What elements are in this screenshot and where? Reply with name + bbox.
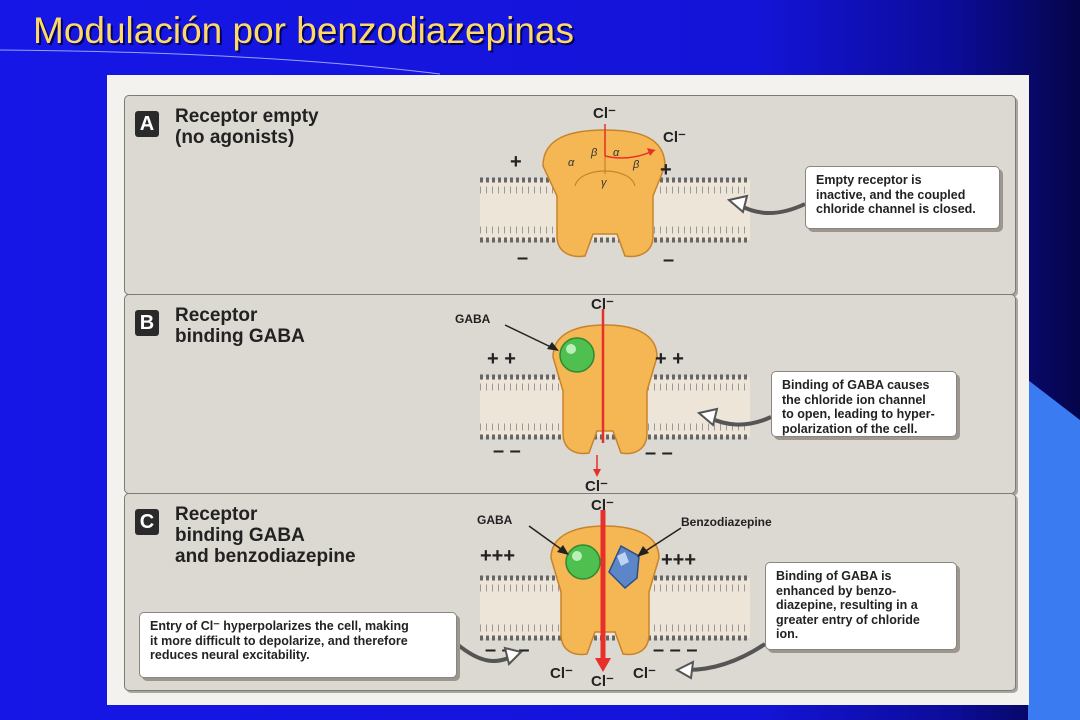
charge-signs-inside-right: – – – <box>653 639 697 661</box>
charge-signs-outside-right: +++ <box>661 549 696 571</box>
callout-line: polarization of the cell. <box>782 421 918 436</box>
charge-signs-outside-right: + <box>660 159 672 181</box>
benzodiazepine-molecule <box>608 544 640 590</box>
subunit-alpha-label: α <box>613 147 620 159</box>
charge-signs-inside-left: – <box>517 247 528 269</box>
benzodiazepine-pointer-line <box>640 527 682 555</box>
charge-signs-outside-left: +++ <box>480 545 515 567</box>
callout-line: it more difficult to depolarize, and the… <box>150 633 408 648</box>
receptor-diagram-a: α β α β γ Cl⁻ Cl⁻ + + – – <box>480 105 806 271</box>
panel-heading: Receptor binding GABA <box>175 305 305 347</box>
receptor-diagram-b: GABA Cl⁻ + + + + – – – – Cl⁻ <box>455 296 772 493</box>
callout-line: enhanced by benzo- <box>776 583 897 598</box>
chloride-label-bottom: Cl⁻ <box>585 478 608 493</box>
callout-line: chloride channel is closed. <box>816 202 976 216</box>
gaba-pointer-line <box>504 324 556 350</box>
panel-letter: B <box>135 310 159 336</box>
chloride-label-top: Cl⁻ <box>591 296 614 313</box>
charge-signs-outside-left: + + <box>487 348 516 370</box>
decorative-edge-shape <box>1028 380 1080 720</box>
callout-right-pointer-arrow <box>686 642 767 672</box>
callout-line: ion. <box>776 627 799 641</box>
heading-line: binding GABA <box>175 525 305 546</box>
gaba-pointer-line <box>528 525 566 553</box>
charge-signs-inside-right: – – <box>645 442 673 464</box>
heading-line: Receptor <box>175 504 258 525</box>
panel-heading: Receptor empty (no agonists) <box>175 106 319 148</box>
gaba-molecule <box>565 544 601 580</box>
panel-letter: C <box>135 509 159 535</box>
subunit-alpha-label: α <box>568 157 575 169</box>
heading-line: Receptor empty <box>175 106 319 127</box>
subunit-gamma-label: γ <box>601 177 608 189</box>
callout-line: Empty receptor is <box>816 173 922 187</box>
receptor-diagram-c: GABA Benzodiazepine Cl⁻ +++ +++ – – – – … <box>455 497 772 690</box>
callout-line: Entry of Cl⁻ hyperpolarizes the cell, ma… <box>150 619 409 633</box>
panel-heading: Receptor binding GABA and benzodiazepine <box>175 504 356 567</box>
chloride-label-top: Cl⁻ <box>591 497 614 514</box>
gaba-label: GABA <box>477 513 513 527</box>
charge-signs-inside-left: – – <box>493 440 521 462</box>
callout-line: to open, leading to hyper- <box>782 407 935 421</box>
panel-b: B Receptor binding GABA GABA Cl⁻ + + <box>124 294 1016 494</box>
subunit-beta-label: β <box>632 159 640 171</box>
callout-hyperpolarization: Entry of Cl⁻ hyperpolarizes the cell, ma… <box>139 612 457 678</box>
gaba-a-receptor: α β α β γ <box>542 124 666 258</box>
chloride-label-bottom-center: Cl⁻ <box>591 673 614 690</box>
heading-line: binding GABA <box>175 326 305 347</box>
panel-a: A Receptor empty (no agonists) α β <box>124 95 1016 295</box>
callout-line: reduces neural excitability. <box>150 648 310 662</box>
callout-line: Binding of GABA causes <box>782 378 930 392</box>
callout-line: the chloride ion channel <box>782 392 926 407</box>
gaba-label: GABA <box>455 312 491 326</box>
chloride-label-top: Cl⁻ <box>593 105 616 122</box>
chloride-label-bottom-left: Cl⁻ <box>550 665 573 682</box>
heading-line: Receptor <box>175 305 258 326</box>
callout-benzo-enhancement: Binding of GABA is enhanced by benzo- di… <box>765 562 957 650</box>
charge-signs-outside-right: + + <box>655 348 684 370</box>
title-underline-arc <box>0 49 441 75</box>
gaba-a-receptor <box>550 510 660 672</box>
benzodiazepine-label: Benzodiazepine <box>681 515 772 529</box>
panel-c: C Receptor binding GABA and benzodiazepi… <box>124 493 1016 691</box>
receptor-figure: A Receptor empty (no agonists) α β <box>107 75 1029 705</box>
callout-line: inactive, and the coupled <box>816 187 966 202</box>
subunit-beta-label: β <box>590 147 598 159</box>
chloride-label-bottom-right: Cl⁻ <box>633 665 656 682</box>
panel-letter: A <box>135 111 159 137</box>
callout-line: Binding of GABA is <box>776 569 892 583</box>
heading-line: and benzodiazepine <box>175 546 356 567</box>
charge-signs-inside-right: – <box>663 249 674 271</box>
charge-signs-outside-left: + <box>510 151 522 173</box>
chloride-label-exit: Cl⁻ <box>663 129 686 146</box>
callout-empty-receptor: Empty receptor is inactive, and the coup… <box>805 166 1000 229</box>
gaba-molecule <box>559 337 595 373</box>
slide-title: Modulación por benzodiazepinas <box>33 10 574 51</box>
callout-gaba-binding: Binding of GABA causes the chloride ion … <box>771 371 957 437</box>
callout-line: greater entry of chloride <box>776 612 920 627</box>
callout-line: diazepine, resulting in a <box>776 598 918 612</box>
heading-line: (no agonists) <box>175 127 295 148</box>
